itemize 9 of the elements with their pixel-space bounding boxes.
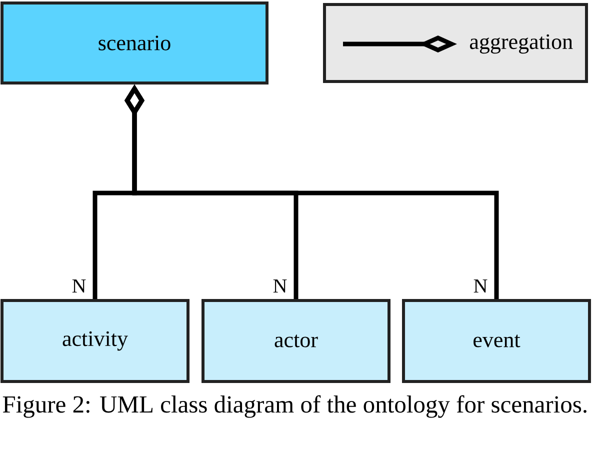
class-box: event xyxy=(402,299,591,383)
class-box: activity xyxy=(0,299,190,383)
multiplicity-label: N xyxy=(72,279,86,293)
legend-label: aggregation xyxy=(470,34,573,54)
figure-caption: Figure 2: UML class diagram of the ontology for scenarios. xyxy=(2,395,586,418)
class-box: scenario xyxy=(0,2,268,84)
multiplicity-label: N xyxy=(474,279,488,293)
multiplicity-label: N xyxy=(273,279,287,293)
class-box: actor xyxy=(202,299,390,383)
